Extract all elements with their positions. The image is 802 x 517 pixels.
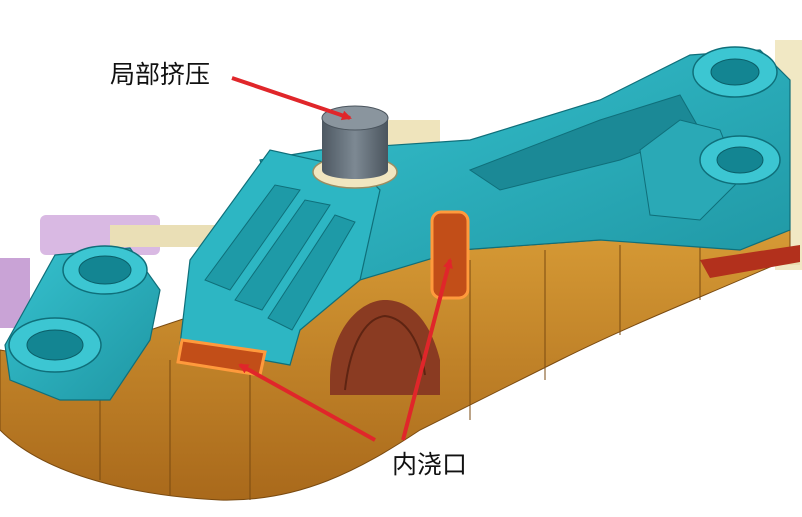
callout-arrows xyxy=(231,76,453,442)
squeeze-pin xyxy=(312,105,398,189)
arrow-to-squeeze-pin xyxy=(231,76,352,121)
inner-gate-right xyxy=(430,210,470,300)
arrow-to-gate-right xyxy=(401,258,453,441)
fixture-rail-left xyxy=(110,225,220,247)
casting-bosses xyxy=(8,46,781,373)
label-inner-gate: 内浇口 xyxy=(392,450,468,479)
arrow-to-gate-left xyxy=(238,363,376,442)
casting-side xyxy=(0,229,800,501)
label-local-squeeze: 局部挤压 xyxy=(110,60,211,89)
